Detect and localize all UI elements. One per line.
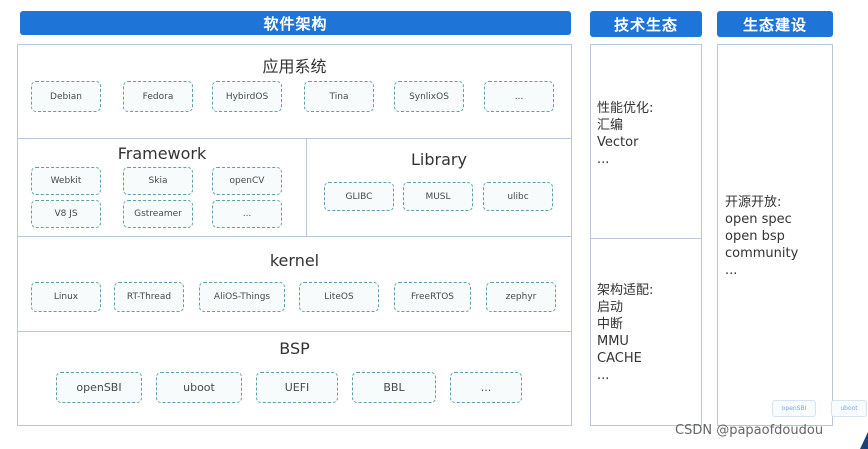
chip-v8js: V8 JS — [31, 200, 101, 228]
chip-rt-thread: RT-Thread — [114, 282, 184, 312]
chip-debian: Debian — [31, 81, 101, 112]
tech-ecosystem-divider — [590, 238, 702, 239]
chip-gstreamer: Gstreamer — [123, 200, 193, 228]
chip-musl: MUSL — [403, 182, 473, 211]
chip-glibc: GLIBC — [324, 182, 394, 211]
chip-framework-more: ... — [212, 200, 282, 228]
ecosystem-building-panel — [717, 44, 833, 426]
bsp-title: BSP — [279, 339, 310, 358]
tech-arch-adaptation: 架构适配: 启动 中断 MMU CACHE ... — [597, 283, 654, 383]
chip-linux: Linux — [31, 282, 101, 312]
mini-chip-opensbi: openSBI — [772, 400, 816, 417]
chip-hybirdos: HybirdOS — [212, 81, 282, 112]
chip-ulibc: ulibc — [483, 182, 553, 211]
header-software-architecture: 软件架构 — [20, 11, 571, 35]
chip-app-more: ... — [484, 81, 554, 112]
framework-title: Framework — [117, 144, 207, 163]
chip-bbl: BBL — [352, 372, 436, 403]
section-library: Library GLIBC MUSL ulibc — [306, 138, 572, 237]
mini-chip-uboot: uboot — [831, 400, 867, 417]
header-tech-ecosystem: 技术生态 — [590, 11, 702, 37]
chip-skia: Skia — [123, 167, 193, 195]
chip-webkit: Webkit — [31, 167, 101, 195]
chip-alios-things: AliOS-Things — [199, 282, 285, 312]
chip-zephyr: zephyr — [486, 282, 556, 312]
chip-fedora: Fedora — [123, 81, 193, 112]
header-ecosystem-building: 生态建设 — [717, 11, 833, 37]
section-bsp: BSP openSBI uboot UEFI BBL ... — [17, 331, 572, 426]
corner-accent — [860, 432, 868, 449]
chip-uboot: uboot — [156, 372, 242, 403]
chip-bsp-more: ... — [450, 372, 522, 403]
chip-liteos: LiteOS — [299, 282, 379, 312]
kernel-title: kernel — [269, 251, 320, 270]
app-system-title: 应用系统 — [262, 57, 327, 76]
tech-perf-optimization: 性能优化: 汇编 Vector ... — [597, 101, 654, 167]
watermark: CSDN @papaofdoudou — [675, 423, 824, 438]
section-app-system: 应用系统 Debian Fedora HybirdOS Tina SynlixO… — [17, 44, 572, 139]
chip-opensbi: openSBI — [56, 372, 142, 403]
eco-open-source: 开源开放: open spec open bsp community ... — [725, 195, 799, 278]
tech-ecosystem-panel — [590, 44, 702, 426]
chip-opencv: openCV — [212, 167, 282, 195]
chip-freertos: FreeRTOS — [394, 282, 471, 312]
section-kernel: kernel Linux RT-Thread AliOS-Things Lite… — [17, 236, 572, 332]
library-title: Library — [411, 150, 467, 169]
chip-synlixos: SynlixOS — [394, 81, 464, 112]
chip-tina: Tina — [304, 81, 374, 112]
chip-uefi: UEFI — [256, 372, 338, 403]
section-framework: Framework Webkit Skia openCV V8 JS Gstre… — [17, 138, 307, 237]
